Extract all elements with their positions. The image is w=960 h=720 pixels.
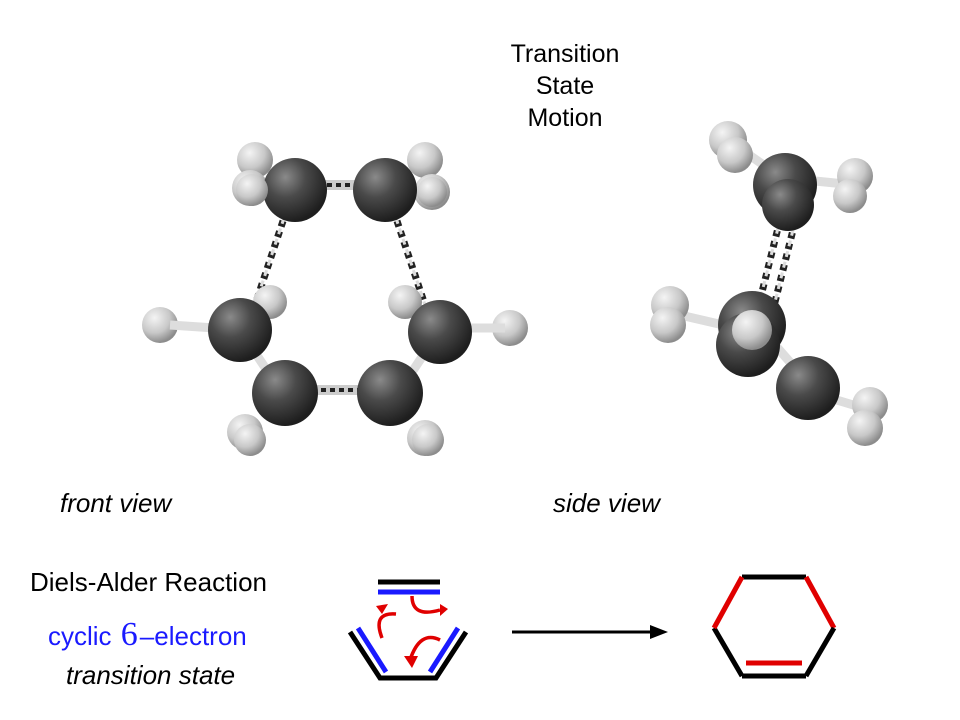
hydrogen-atom (847, 410, 883, 446)
hydrogen-atom (417, 177, 447, 207)
carbon-atom (408, 300, 472, 364)
curved-arrow (410, 595, 441, 614)
front-view-molecule (142, 142, 528, 456)
hydrogen-atom (388, 285, 422, 319)
title: Transition State Motion (480, 38, 650, 134)
carbon-atom (762, 179, 814, 231)
transition-state-scheme (347, 579, 469, 681)
hydrogen-atom (142, 307, 178, 343)
hydrogen-atom (732, 310, 772, 350)
title-line-1: Transition (510, 40, 620, 68)
carbon-atom (252, 360, 318, 426)
transition-state-label: transition state (66, 660, 236, 690)
side-view-label: side view (553, 488, 660, 518)
carbon-atom (776, 356, 840, 420)
cyclic-suffix: –electron (139, 621, 247, 651)
hydrogen-atom (407, 142, 443, 178)
reaction-label: Diels-Alder Reaction (30, 567, 267, 597)
cyclic-electron-label: cyclic 6–electron (48, 616, 247, 654)
reaction-arrow (512, 625, 668, 639)
title-line-3: Motion (527, 104, 603, 132)
hydrogen-atom (492, 310, 528, 346)
hydrogen-atom (412, 424, 444, 456)
cyclic-prefix: cyclic (48, 621, 119, 651)
carbon-atom (208, 298, 272, 362)
hydrogen-atom (236, 174, 268, 206)
cyclohexene-product (711, 574, 837, 679)
hydrogen-atom (234, 424, 266, 456)
front-view-label: front view (60, 488, 172, 518)
carbon-atom (263, 158, 327, 222)
title-line-2: State (535, 72, 595, 100)
curved-arrow (377, 612, 397, 639)
hydrogen-atom (833, 179, 867, 213)
electron-count: 6 (120, 616, 138, 653)
carbon-atom (353, 158, 417, 222)
curved-arrow (408, 635, 441, 661)
side-view-molecule (650, 121, 888, 446)
hydrogen-atom (237, 142, 273, 178)
hydrogen-atom (650, 307, 686, 343)
carbon-atom (357, 360, 423, 426)
hydrogen-atom (717, 137, 753, 173)
